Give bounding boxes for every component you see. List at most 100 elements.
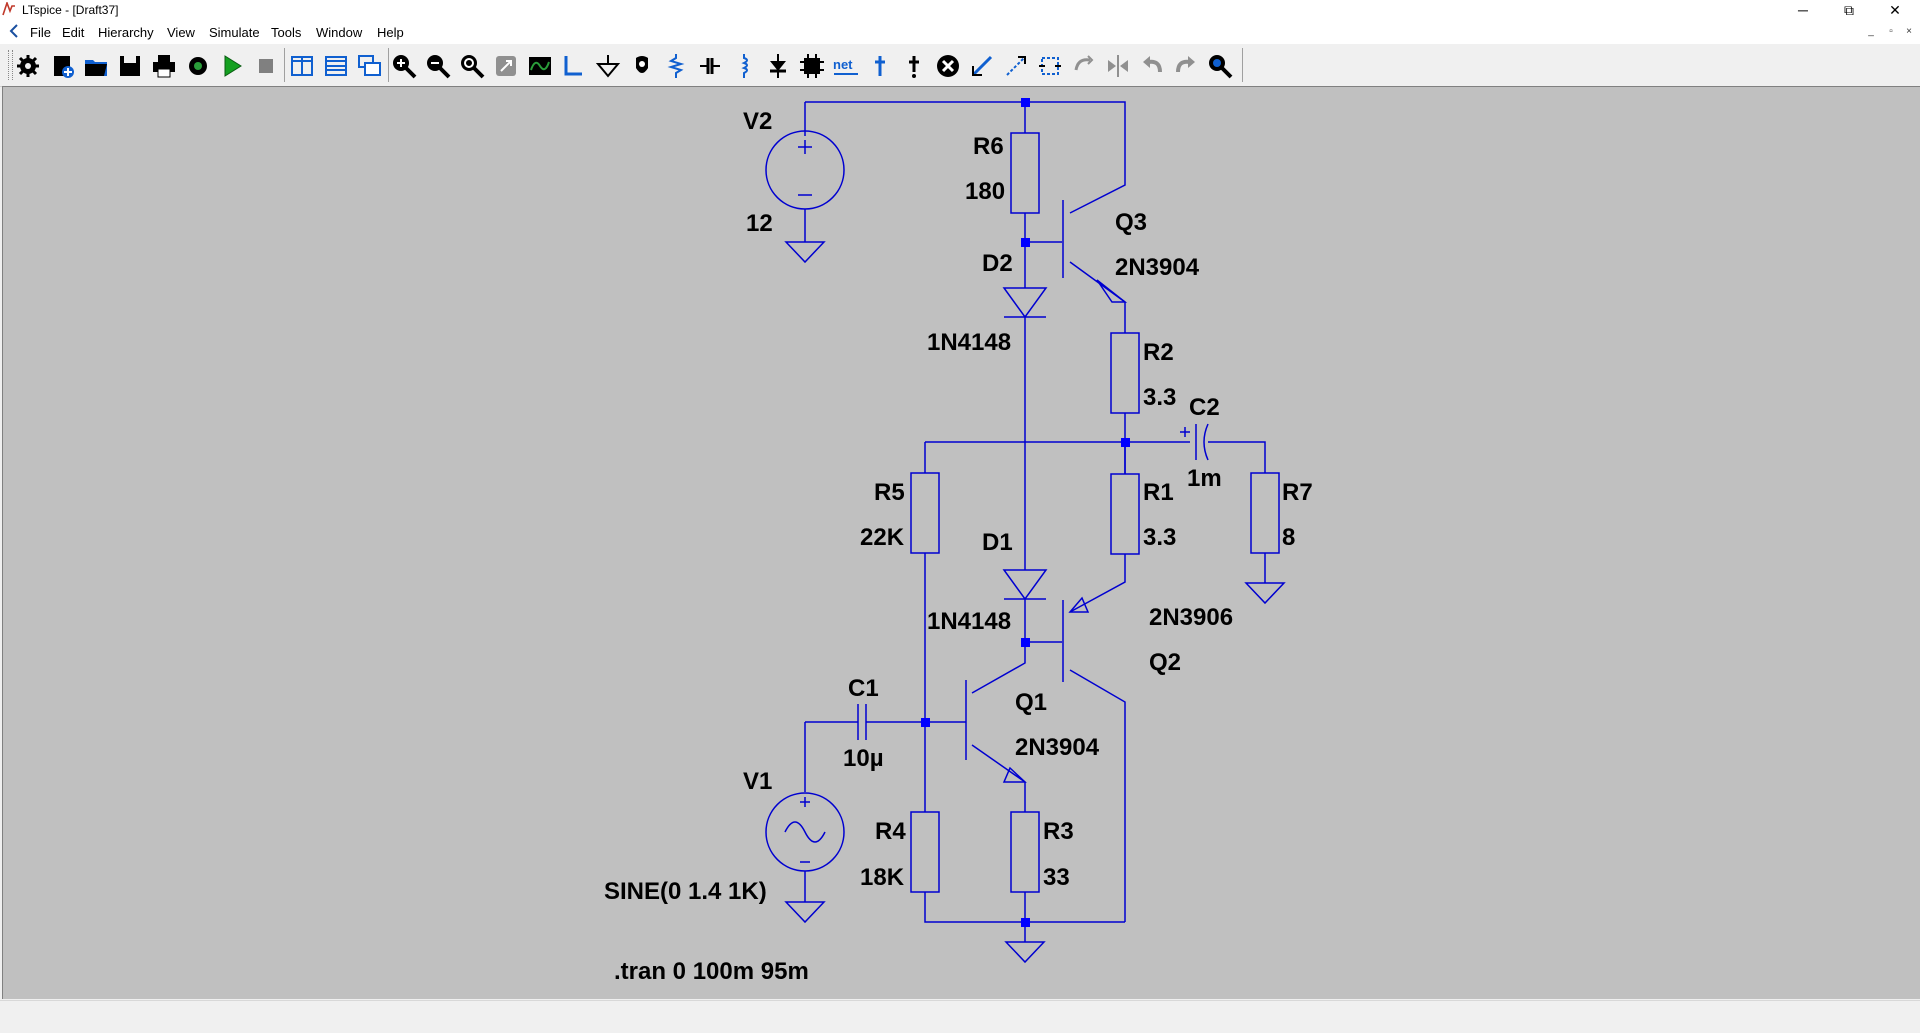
toolbar: net: [0, 44, 1920, 87]
open-folder-icon[interactable]: [82, 52, 110, 80]
undo-icon[interactable]: [1138, 52, 1166, 80]
r6-name-label[interactable]: R6: [973, 133, 1004, 160]
halt-icon[interactable]: [252, 52, 280, 80]
ltspice-menu-icon[interactable]: [8, 24, 20, 38]
ground-icon[interactable]: [594, 52, 622, 80]
status-bar: [0, 1000, 1920, 1033]
ltspice-logo-icon: [2, 2, 15, 16]
r6-value-label[interactable]: 180: [965, 178, 1006, 205]
run-icon[interactable]: [218, 52, 246, 80]
r1-name-label[interactable]: R1: [1143, 479, 1174, 506]
menu-simulate[interactable]: Simulate: [209, 25, 260, 40]
menu-window[interactable]: Window: [316, 25, 363, 40]
settings-icon[interactable]: [14, 52, 42, 80]
v2-name-label[interactable]: V2: [743, 108, 773, 135]
minimize-button[interactable]: ─: [1798, 2, 1808, 18]
v2-value-label[interactable]: 12: [746, 210, 773, 237]
inductor-icon[interactable]: [730, 52, 758, 80]
c1-value-label[interactable]: 10µ: [843, 745, 884, 772]
r4-name-label[interactable]: R4: [875, 818, 906, 845]
capacitor-icon[interactable]: [696, 52, 724, 80]
print-icon[interactable]: [150, 52, 178, 80]
save-icon[interactable]: [116, 52, 144, 80]
v1-value-label[interactable]: SINE(0 1.4 1K): [604, 878, 767, 905]
toolbar-grip[interactable]: [8, 50, 13, 80]
diode-icon[interactable]: [764, 52, 792, 80]
junction: [1121, 438, 1130, 447]
find-icon[interactable]: [1206, 52, 1234, 80]
netlist-icon[interactable]: net: [832, 52, 860, 80]
wire: [1208, 441, 1266, 473]
rotate-icon[interactable]: [1070, 52, 1098, 80]
d2-value-label[interactable]: 1N4148: [927, 329, 1012, 356]
capacitor-c1-symbol: [857, 704, 867, 740]
q1-value-label[interactable]: 2N3904: [1015, 734, 1100, 761]
q2-name-label[interactable]: Q2: [1149, 649, 1182, 676]
toolbar-separator: [1242, 48, 1243, 82]
r1-value-label[interactable]: 3.3: [1143, 524, 1177, 551]
autorange-icon[interactable]: [492, 52, 520, 80]
d2-name-label[interactable]: D2: [982, 250, 1013, 277]
c1-name-label[interactable]: C1: [848, 675, 879, 702]
q3-name-label[interactable]: Q3: [1115, 209, 1148, 236]
waveform-icon[interactable]: [526, 52, 554, 80]
v1-name-label[interactable]: V1: [743, 768, 773, 795]
zoom-in-icon[interactable]: [390, 52, 418, 80]
ground-v1-symbol: [784, 901, 826, 924]
mdi-minimize-button[interactable]: _: [1868, 26, 1874, 37]
drag-icon[interactable]: [1036, 52, 1064, 80]
wire-icon[interactable]: [560, 52, 588, 80]
r5-name-label[interactable]: R5: [874, 479, 905, 506]
r7-name-label[interactable]: R7: [1282, 479, 1313, 506]
redo-icon[interactable]: [1172, 52, 1200, 80]
delete-icon[interactable]: [934, 52, 962, 80]
spice-directive-text[interactable]: .tran 0 100m 95m: [614, 958, 809, 985]
control-panel-icon[interactable]: [184, 52, 212, 80]
text-icon[interactable]: [866, 52, 894, 80]
zoom-fit-icon[interactable]: [458, 52, 486, 80]
r2-name-label[interactable]: R2: [1143, 339, 1174, 366]
r2-value-label[interactable]: 3.3: [1143, 384, 1177, 411]
r3-value-label[interactable]: 33: [1043, 864, 1070, 891]
spice-directive-icon[interactable]: [900, 52, 928, 80]
r5-value-label[interactable]: 22K: [860, 524, 905, 551]
menu-hierarchy[interactable]: Hierarchy: [98, 25, 154, 40]
ground-v2-symbol: [784, 241, 826, 264]
duplicate-icon[interactable]: [968, 52, 996, 80]
close-button[interactable]: ✕: [1889, 2, 1901, 18]
tile-vertical-icon[interactable]: [288, 52, 316, 80]
toolbar-separator: [284, 48, 285, 82]
q3-value-label[interactable]: 2N3904: [1115, 254, 1200, 281]
tile-horizontal-icon[interactable]: [322, 52, 350, 80]
menu-file[interactable]: File: [30, 25, 51, 40]
menu-help[interactable]: Help: [377, 25, 404, 40]
r7-value-label[interactable]: 8: [1282, 524, 1296, 551]
d1-name-label[interactable]: D1: [982, 529, 1013, 556]
new-schematic-icon[interactable]: [48, 52, 76, 80]
schematic-drawing: [765, 98, 1286, 964]
menu-view[interactable]: View: [167, 25, 195, 40]
resistor-r5-symbol: [910, 472, 940, 554]
zoom-out-icon[interactable]: [424, 52, 452, 80]
r4-value-label[interactable]: 18K: [860, 864, 905, 891]
c2-name-label[interactable]: C2: [1189, 394, 1220, 421]
mdi-restore-button[interactable]: ▫: [1889, 26, 1893, 37]
cascade-windows-icon[interactable]: [356, 52, 384, 80]
q1-name-label[interactable]: Q1: [1015, 689, 1048, 716]
junction: [1021, 638, 1030, 647]
resistor-r3-symbol: [1010, 811, 1040, 893]
c2-value-label[interactable]: 1m: [1187, 465, 1222, 492]
component-icon[interactable]: [798, 52, 826, 80]
maximize-button[interactable]: ⧉: [1844, 2, 1854, 18]
mdi-close-button[interactable]: ×: [1906, 26, 1912, 37]
label-net-icon[interactable]: [628, 52, 656, 80]
menu-tools[interactable]: Tools: [271, 25, 302, 40]
schematic-canvas[interactable]: [2, 86, 1920, 999]
q2-value-label[interactable]: 2N3906: [1149, 604, 1234, 631]
menu-edit[interactable]: Edit: [62, 25, 85, 40]
resistor-icon[interactable]: [662, 52, 690, 80]
move-icon[interactable]: [1002, 52, 1030, 80]
r3-name-label[interactable]: R3: [1043, 818, 1074, 845]
mirror-icon[interactable]: [1104, 52, 1132, 80]
d1-value-label[interactable]: 1N4148: [927, 608, 1012, 635]
